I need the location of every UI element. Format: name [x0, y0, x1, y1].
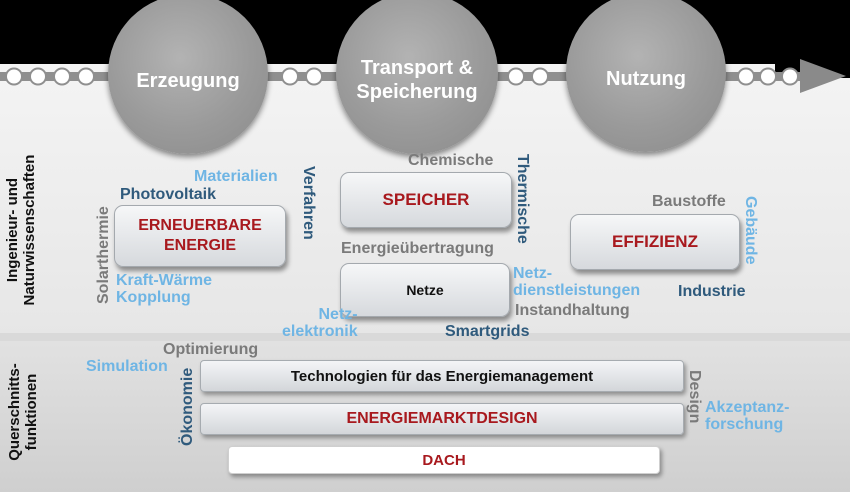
bar-energiemanagement-label: Technologien für das Energiemanagement: [290, 367, 594, 385]
label-baustoffe: Baustoffe: [652, 193, 726, 210]
bar-energiemarktdesign-label: ENERGIEMARKTDESIGN: [346, 410, 538, 427]
bar-dach: DACH: [228, 446, 660, 474]
timeline-dot-icon: [781, 67, 799, 86]
label-thermische: Thermische: [514, 154, 531, 244]
timeline-dot-icon: [737, 67, 755, 86]
timeline-dot-icon: [759, 67, 777, 86]
label-design: Design: [686, 370, 703, 424]
box-speicher-label: SPEICHER: [382, 190, 470, 209]
label-instandhaltung: Instandhaltung: [515, 302, 630, 319]
box-erneuerbare-energie: ERNEUERBARE ENERGIE: [114, 205, 286, 267]
box-effizienz-label: EFFIZIENZ: [612, 232, 698, 251]
timeline-dots: [5, 67, 799, 86]
label-smartgrids: Smartgrids: [445, 323, 530, 340]
timeline-dot-icon: [281, 67, 299, 86]
row-label-querschnitt: Querschnitts- funktionen: [6, 363, 40, 461]
stage-circle-transport: Transport & Speicherung: [336, 0, 498, 154]
bar-energiemarktdesign: ENERGIEMARKTDESIGN: [200, 403, 684, 435]
label-akzeptanzforschung: Akzeptanz- forschung: [705, 399, 790, 433]
label-oekonomie: Ökonomie: [179, 367, 196, 446]
stage-label-erzeugung: Erzeugung: [136, 70, 240, 92]
timeline-dot-icon: [29, 67, 47, 86]
timeline-dot-icon: [53, 67, 71, 86]
timeline-dot-icon: [305, 67, 323, 86]
timeline-dot-icon: [5, 67, 23, 86]
label-verfahren: Verfahren: [300, 166, 317, 240]
label-photovoltaik: Photovoltaik: [120, 186, 217, 203]
box-speicher: SPEICHER: [340, 172, 512, 228]
label-kraft-waerme: Kraft-Wärme Kopplung: [116, 272, 213, 306]
label-materialien: Materialien: [194, 168, 278, 185]
label-industrie: Industrie: [678, 283, 746, 300]
stage-circle-erzeugung: Erzeugung: [108, 0, 268, 154]
label-netz-elektronik: Netz- elektronik: [282, 306, 358, 340]
arrow-head-icon: [800, 59, 846, 93]
label-chemische: Chemische: [408, 152, 494, 169]
label-netz-dienstleistungen: Netz- dienstleistungen: [513, 265, 641, 299]
stage-circle-nutzung: Nutzung: [566, 0, 726, 152]
bar-energiemanagement: Technologien für das Energiemanagement: [200, 360, 684, 392]
label-solarthermie: Solarthermie: [95, 206, 112, 304]
box-erneuerbare-label: ERNEUERBARE ENERGIE: [138, 217, 262, 254]
timeline-dot-icon: [507, 67, 525, 86]
stage-label-transport: Transport & Speicherung: [356, 57, 478, 103]
box-netze-label: Netze: [406, 282, 444, 298]
label-gebaeude: Gebäude: [742, 196, 759, 265]
label-simulation: Simulation: [86, 358, 168, 375]
label-energieuebertragung: Energieübertragung: [341, 240, 494, 257]
label-optimierung: Optimierung: [163, 341, 259, 358]
box-effizienz: EFFIZIENZ: [570, 214, 740, 270]
timeline-dot-icon: [531, 67, 549, 86]
stage-label-nutzung: Nutzung: [606, 68, 686, 90]
box-netze: Netze: [340, 263, 510, 317]
bar-dach-label: DACH: [422, 451, 466, 469]
row-label-ingenieur: Ingenieur- und Naturwissenschaften: [4, 154, 38, 306]
panel-divider: [0, 333, 850, 341]
timeline-dot-icon: [77, 67, 95, 86]
